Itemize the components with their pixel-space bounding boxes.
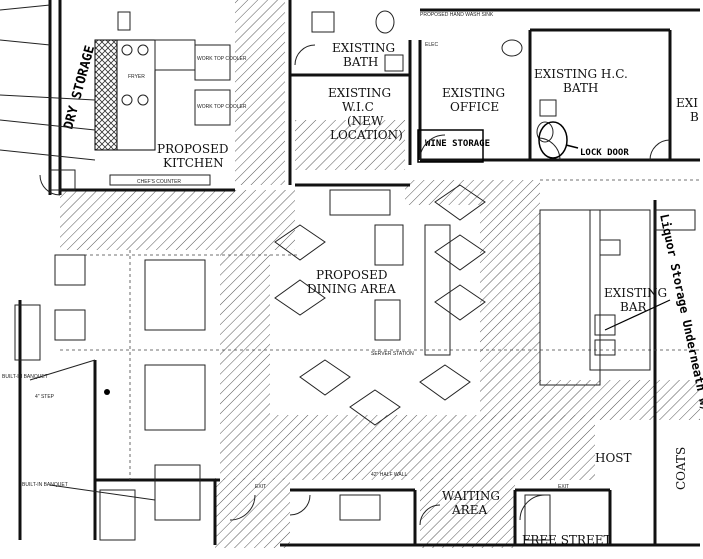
label-fryer: FRYER xyxy=(128,74,145,80)
kitchen-equipment xyxy=(94,11,231,186)
label-elec: ELEC xyxy=(425,42,438,48)
diamond-tables xyxy=(274,184,486,426)
label-existing-office: EXISTING xyxy=(442,86,505,100)
label-waiting-area-2: AREA xyxy=(451,503,487,517)
label-existing-wic-3: (NEW xyxy=(347,114,384,128)
label-existing-wic-2: W.I.C xyxy=(342,100,374,114)
note-wine-storage: WINE STORAGE xyxy=(425,139,490,149)
label-waiting-area: WAITING xyxy=(442,489,500,503)
label-server-station: SERVER STATION xyxy=(371,351,414,357)
label-existing-wic: EXISTING xyxy=(328,86,391,100)
label-b-partial: B xyxy=(690,110,699,124)
label-half-wall: 42" HALF WALL xyxy=(371,472,408,478)
dining-tables xyxy=(14,189,696,541)
label-exi-partial: EXI xyxy=(676,96,698,110)
small-labels: CHEF'S COUNTER WORK TOP COOLER WORK TOP … xyxy=(2,12,569,490)
label-existing-bar-2: BAR xyxy=(620,300,647,314)
label-step: 4" STEP xyxy=(35,394,55,400)
label-existing-bar: EXISTING xyxy=(604,286,667,300)
label-chefs-counter: CHEF'S COUNTER xyxy=(137,179,181,185)
label-coats: COATS xyxy=(674,447,688,490)
label-existing-wic-4: LOCATION) xyxy=(330,128,403,142)
label-built-in-banquet-1: BUILT-IN BANQUET xyxy=(2,374,48,380)
note-dry-storage: DRY STORAGE xyxy=(61,44,98,131)
label-built-in-banquet-2: BUILT-IN BANQUET xyxy=(22,482,68,488)
hatched-zones xyxy=(60,0,700,548)
door-swings xyxy=(39,44,671,526)
label-existing-hc-bath: EXISTING H.C. xyxy=(534,67,628,81)
dashed-lines xyxy=(60,179,700,480)
label-proposed-kitchen: PROPOSED xyxy=(157,142,228,156)
label-proposed-dining-2: DINING AREA xyxy=(307,282,396,296)
leader-lines xyxy=(0,4,156,501)
label-existing-office-2: OFFICE xyxy=(450,100,499,114)
label-exit-1: EXIT xyxy=(255,484,266,490)
label-existing-hc-bath-2: BATH xyxy=(563,81,598,95)
label-proposed-kitchen-2: KITCHEN xyxy=(163,156,224,170)
label-host: HOST xyxy=(595,451,632,465)
label-exit-2: EXIT xyxy=(558,484,569,490)
label-work-top-cooler-1: WORK TOP COOLER xyxy=(197,56,247,62)
label-proposed-dining: PROPOSED xyxy=(316,268,387,282)
label-free-street: FREE STREET xyxy=(522,533,611,547)
label-existing-bath-2: BATH xyxy=(343,55,378,69)
label-existing-bath: EXISTING xyxy=(332,41,395,55)
label-proposed-hand-wash: PROPOSED HAND WASH SINK xyxy=(420,12,494,18)
room-labels: EXISTING BATH EXISTING W.I.C (NEW LOCATI… xyxy=(157,41,699,547)
label-work-top-cooler-2: WORK TOP COOLER xyxy=(197,104,247,110)
note-lock-door: LOCK DOOR xyxy=(580,148,629,158)
